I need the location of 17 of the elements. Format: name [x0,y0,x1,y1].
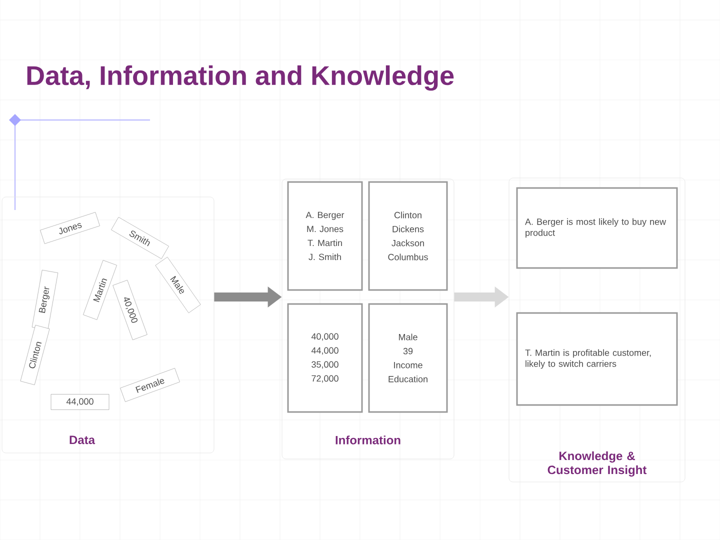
group-heading: Information [336,436,400,444]
data-cell: Male 39 Income Education [368,303,448,413]
title: Data, Information and Knowledge [27,65,454,91]
data-card: 44,000 [50,394,110,410]
group-heading: Data [70,436,96,444]
data-cell: A. Berger M. Jones T. Martin J. Smith [287,181,363,291]
data-card: 40,000 [112,280,148,340]
data-cell: 40,000 44,000 35,000 72,000 [287,303,363,413]
data-card: Jones [40,212,100,244]
group-heading: Knowledge & Customer Insight [548,451,647,477]
data-card: Berger [32,270,58,330]
data-card: Female [120,368,180,402]
insight-box: T. Martin is profitable customer, likely to switch carriers [516,312,678,406]
data-card: Martin [83,260,117,320]
data-cell: Clinton Dickens Jackson Columbus [368,181,448,291]
data-card: Clinton [20,324,50,386]
insight-box: A. Berger is most likely to buy new product [516,187,678,269]
